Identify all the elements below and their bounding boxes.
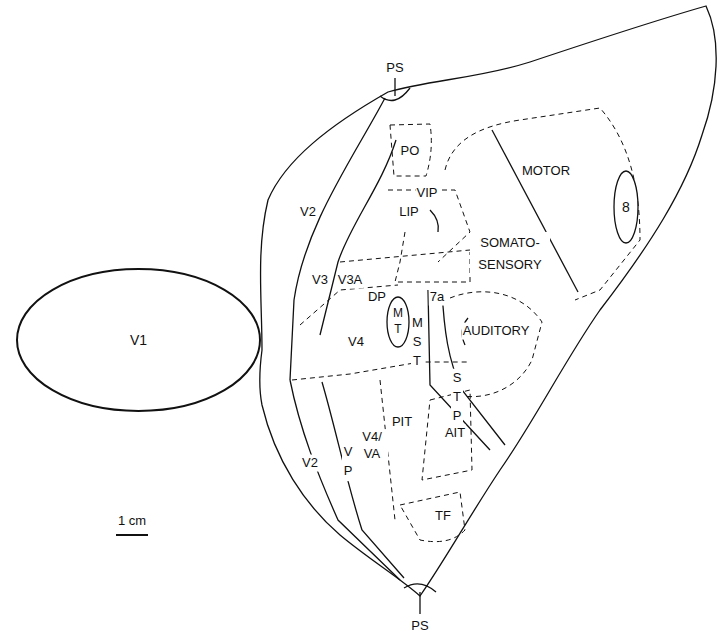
area-boundary: [340, 250, 470, 262]
area-label: LIP: [398, 204, 420, 221]
area-name: 8: [621, 198, 631, 216]
area-label: V2: [301, 455, 319, 472]
area-label: 7a: [429, 289, 445, 306]
area-label: V P: [342, 443, 354, 481]
area-boundary: [290, 98, 385, 380]
hemisphere-outline: [260, 6, 716, 596]
area-boundary: [395, 232, 470, 282]
area-label: AIT: [444, 425, 466, 442]
area-label: V2: [299, 204, 317, 221]
area-boundary: [422, 390, 472, 480]
area-boundary: [428, 290, 490, 450]
area-label: PS: [385, 60, 404, 77]
ps-leader: [394, 78, 395, 96]
area-label: MOTOR: [521, 163, 571, 180]
scale-bar: [116, 534, 148, 536]
area-label: V4: [347, 334, 365, 351]
area-label: AUDITORY: [462, 323, 531, 340]
area-ellipse: M T: [386, 296, 410, 348]
area-label: PO: [400, 143, 421, 160]
ps-mark-bottom: [404, 584, 436, 592]
area-name: M T: [393, 306, 403, 337]
area-label: V4/ VA: [356, 429, 388, 463]
area-boundary: [290, 380, 400, 580]
area-label: PS: [410, 617, 429, 634]
area-label: VIP: [416, 185, 439, 202]
ps-leader: [419, 592, 420, 614]
area-boundary: [450, 292, 542, 397]
area-boundary: [320, 140, 396, 335]
area-ellipse: V1: [16, 268, 261, 412]
area-label: S T P: [451, 369, 463, 426]
area-boundary: [390, 124, 431, 176]
area-label: DP: [367, 289, 387, 306]
area-boundary: [292, 362, 470, 380]
area-label: V3A: [337, 272, 364, 289]
area-boundary: [445, 108, 640, 300]
area-ellipse: 8: [613, 170, 639, 244]
area-label: 1 cm: [117, 513, 147, 530]
area-label: PIT: [391, 414, 413, 431]
area-label: TF: [434, 508, 452, 525]
area-label: SOMATO- SENSORY: [470, 232, 550, 276]
area-name: V1: [130, 331, 147, 349]
area-label: M S T: [411, 314, 423, 371]
area-boundary: [430, 210, 438, 232]
area-boundary: [442, 290, 505, 445]
area-label: V3: [311, 272, 329, 289]
area-boundary: [400, 492, 465, 542]
area-boundary: [300, 285, 398, 325]
area-boundary: [322, 382, 404, 578]
